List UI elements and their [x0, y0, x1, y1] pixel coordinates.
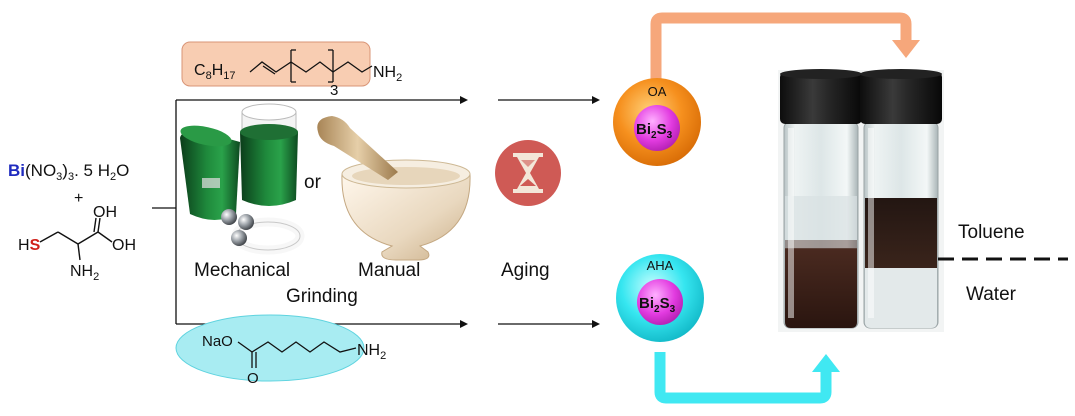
svg-text:HS: HS	[18, 237, 41, 254]
precursor-block: Bi(NO3)3. 5 H2O + OH OH HS NH2	[8, 161, 136, 283]
cys-oh-side: OH	[112, 237, 136, 254]
svg-text:3: 3	[330, 82, 338, 99]
cys-oh-top: OH	[93, 204, 117, 221]
water-label: Water	[966, 284, 1017, 305]
vial-left	[780, 69, 862, 329]
svg-text:O: O	[247, 370, 259, 387]
svg-text:NH2: NH2	[373, 64, 402, 84]
or-label: or	[304, 172, 322, 193]
vial-right	[860, 69, 942, 329]
plus-sign: +	[74, 190, 83, 207]
aminohexanoate-ligand: NaO O NH2	[175, 314, 386, 387]
cysteine-structure	[39, 217, 113, 261]
ball-mill-jar-illustration	[180, 103, 305, 255]
vials-photo	[778, 69, 944, 332]
toluene-label: Toluene	[958, 222, 1025, 243]
mortar-and-pestle-illustration	[317, 116, 471, 261]
top-flow-arrow	[650, 12, 920, 80]
bottom-flow-arrow	[654, 352, 840, 404]
svg-text:NaO: NaO	[202, 333, 233, 350]
svg-text:Bi2S3: Bi2S3	[636, 121, 673, 141]
mechanical-label: Mechanical	[194, 260, 290, 281]
svg-text:Bi(NO3)3. 5 H2O: Bi(NO3)3. 5 H2O	[8, 161, 129, 183]
hourglass-icon	[495, 140, 561, 206]
svg-text:NH2: NH2	[70, 263, 99, 283]
oa-tag: OA	[648, 84, 667, 99]
oa-capped-particle: OA Bi2S3	[613, 78, 701, 166]
svg-text:C8H17: C8H17	[194, 62, 236, 82]
grinding-label: Grinding	[286, 286, 358, 307]
aha-capped-particle: AHA Bi2S3	[616, 254, 704, 342]
aging-label: Aging	[501, 260, 550, 281]
svg-text:NH2: NH2	[357, 342, 386, 362]
bi-symbol: Bi	[8, 161, 25, 180]
sulfur-atom: S	[30, 237, 41, 254]
svg-text:Bi2S3: Bi2S3	[639, 295, 676, 315]
aha-tag: AHA	[647, 258, 674, 273]
oleylamine-ligand: C8H17 3 NH2	[181, 41, 402, 99]
manual-label: Manual	[358, 260, 420, 281]
